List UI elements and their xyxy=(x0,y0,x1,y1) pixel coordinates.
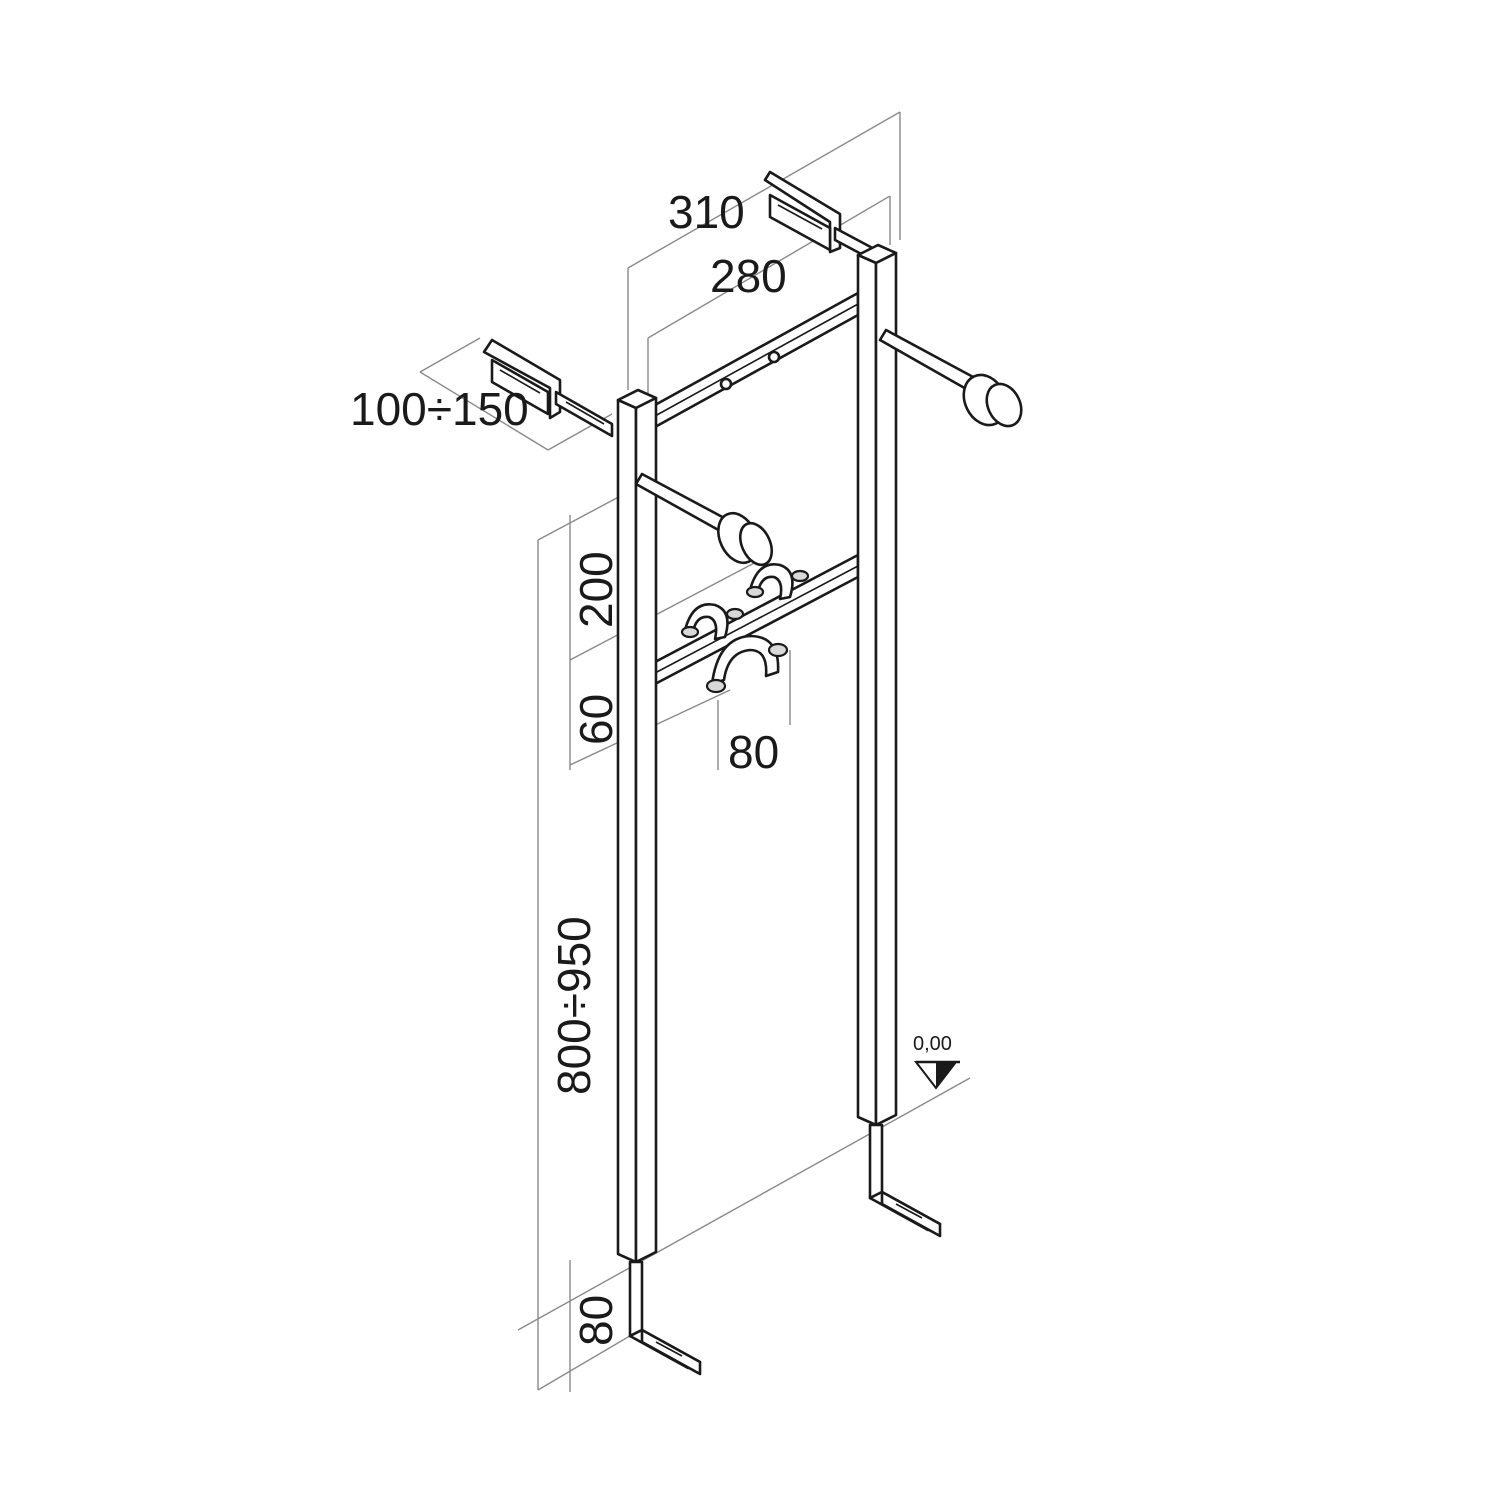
dim-80-foot: 80 xyxy=(570,1295,622,1346)
level-label: 0,00 xyxy=(913,1033,952,1055)
dim-100-150: 100÷150 xyxy=(350,383,529,435)
dim-310: 310 xyxy=(668,186,745,238)
dim-60: 60 xyxy=(570,694,622,745)
left-pipe-stub xyxy=(634,472,774,567)
pipe-clamp-middle xyxy=(680,603,745,641)
right-foot xyxy=(868,1123,942,1238)
dim-200: 200 xyxy=(570,551,622,628)
top-left-bracket xyxy=(482,338,614,438)
dim-800-950: 800÷950 xyxy=(548,916,600,1095)
right-pipe-stub xyxy=(878,328,1023,428)
floor-level-symbol: 0,00 xyxy=(913,1033,960,1090)
upper-crossbar xyxy=(653,291,860,429)
right-upright xyxy=(856,243,898,1127)
dim-80-drain: 80 xyxy=(728,726,779,778)
drain-clamp xyxy=(705,634,789,694)
dim-280: 280 xyxy=(710,250,787,302)
left-upright xyxy=(616,388,658,1264)
pipe-clamp-upper xyxy=(745,563,810,601)
left-foot xyxy=(628,1260,702,1376)
